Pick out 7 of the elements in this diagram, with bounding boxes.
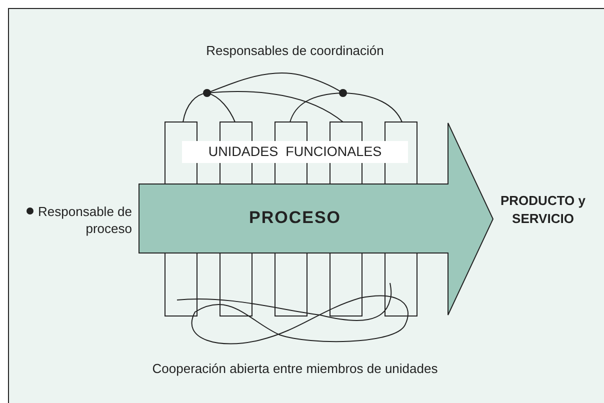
process-arrow [138, 122, 494, 316]
arrow-label: PROCESO [200, 208, 390, 228]
output-label: PRODUCTO y SERVICIO [500, 192, 586, 228]
footer-text: Cooperación abierta entre miembros de unidades [151, 361, 439, 376]
side-label: Responsable de proceso [37, 203, 132, 237]
heading-text: Responsables de coordinación [205, 43, 385, 58]
units-label: UNIDADES FUNCIONALES [182, 141, 408, 163]
